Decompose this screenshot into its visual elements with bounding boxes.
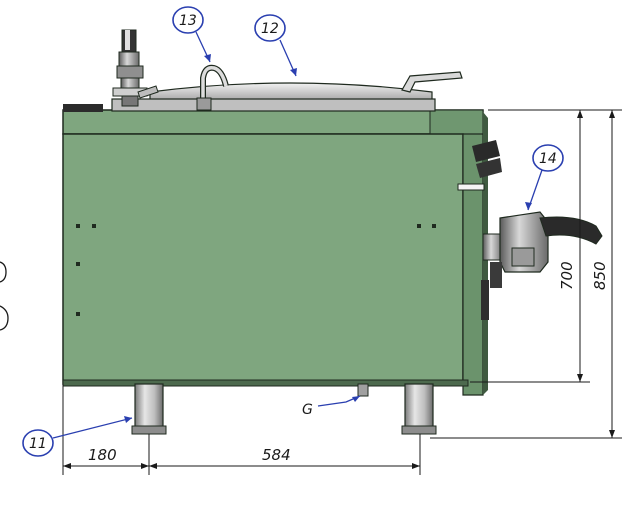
callout-12-label: 12 bbox=[261, 21, 279, 37]
lid-assembly bbox=[111, 29, 463, 112]
dimension-arrows bbox=[63, 110, 615, 469]
callout-13: 13 bbox=[172, 6, 211, 63]
callout-12: 12 bbox=[254, 14, 297, 77]
cabinet-panel bbox=[62, 133, 464, 385]
drain-tap bbox=[482, 211, 603, 288]
lid-rim bbox=[111, 98, 436, 112]
callout-14-label: 14 bbox=[539, 151, 557, 167]
worktop-rear-edge bbox=[63, 104, 103, 112]
leg-right bbox=[404, 383, 434, 429]
water-tap bbox=[112, 29, 159, 107]
dimension-180: 180 bbox=[88, 446, 117, 464]
lid-handle bbox=[401, 71, 463, 93]
dimension-584: 584 bbox=[262, 446, 291, 464]
panel-screws bbox=[76, 224, 436, 316]
control-knobs bbox=[457, 140, 502, 320]
leg-left bbox=[134, 383, 164, 429]
callout-11-label: 11 bbox=[29, 436, 47, 452]
dimension-850: 850 bbox=[591, 261, 609, 290]
legs bbox=[131, 383, 437, 435]
drain-connection bbox=[317, 383, 369, 407]
dimension-700: 700 bbox=[558, 261, 576, 290]
dimension-lines bbox=[62, 109, 622, 475]
callout-11: 11 bbox=[22, 416, 133, 457]
callout-g-label: G bbox=[302, 402, 313, 418]
kettle-body bbox=[62, 104, 502, 396]
lid-dome bbox=[149, 82, 433, 101]
callout-14: 14 bbox=[525, 144, 564, 211]
callout-13-label: 13 bbox=[179, 13, 197, 29]
worktop bbox=[62, 109, 484, 135]
cropped-callouts bbox=[0, 261, 9, 331]
